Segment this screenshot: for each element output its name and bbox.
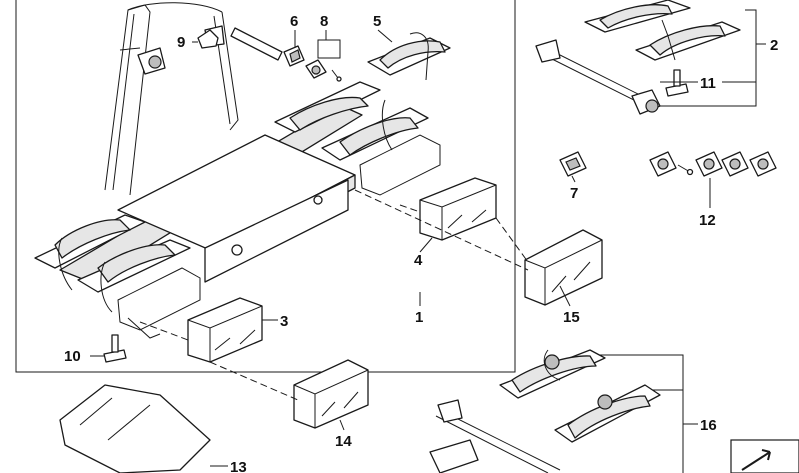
- callout-11: 11: [700, 75, 716, 92]
- clip-6: [283, 45, 305, 67]
- callout-6: 6: [290, 13, 298, 30]
- wheel-cradle-kit: [535, 0, 741, 115]
- bike-carrier-assembly: [34, 2, 441, 339]
- pad-9: [197, 29, 219, 49]
- light-lens-14: [293, 359, 369, 429]
- callout-2: 2: [770, 37, 778, 54]
- callout-10: 10: [64, 348, 81, 365]
- group-frame-1: [15, 0, 516, 373]
- callout-3: 3: [280, 313, 288, 330]
- callout-14: 14: [335, 433, 352, 450]
- wheel-holder-5: [367, 32, 451, 81]
- callout-4: 4: [414, 252, 423, 269]
- corner-reference-icon: [730, 439, 799, 473]
- callout-7: 7: [570, 185, 578, 202]
- callout-16: 16: [700, 417, 717, 434]
- tail-light-right: [419, 177, 497, 241]
- callout-8: 8: [320, 13, 328, 30]
- tail-light-left: [187, 297, 263, 363]
- clip-7: [559, 151, 587, 177]
- callout-15: 15: [563, 309, 580, 326]
- callout-9: 9: [177, 34, 185, 51]
- caps-12: [649, 151, 777, 177]
- callout-5: 5: [373, 13, 381, 30]
- light-lens-15: [524, 229, 603, 306]
- wheel-cradle-kit-16: [429, 349, 661, 473]
- knob-10: [103, 334, 127, 363]
- cover-13: [59, 384, 211, 473]
- cap-8: [305, 39, 342, 82]
- callout-13: 13: [230, 459, 247, 473]
- callout-12: 12: [699, 212, 716, 229]
- callout-1: 1: [415, 309, 423, 326]
